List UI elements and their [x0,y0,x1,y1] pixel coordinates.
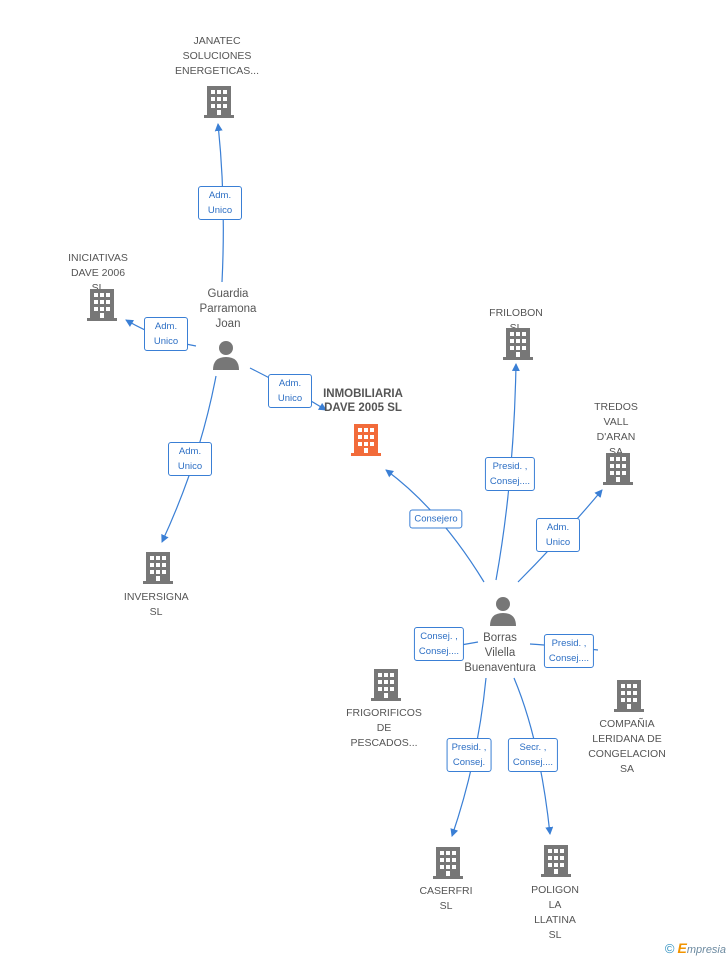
brand-rest: mpresia [686,944,726,956]
building-icon [142,550,174,584]
building-icon [502,326,534,360]
building-icon [86,287,118,321]
person-icon [211,338,241,372]
node-label: COMPAÑIA LERIDANA DE CONGELACION SA [588,718,666,775]
node-label: CASERFRI SL [419,885,473,912]
building-icon [432,845,464,879]
node-label: INVERSIGNA SL [123,591,189,618]
building-icon [602,451,634,485]
edge-label-guardia-iniciativas[interactable]: Adm. Unico [144,317,188,351]
edge-label-borras-caserfri[interactable]: Presid. , Consej. [446,738,492,772]
footer-brand[interactable]: © Empresia [665,940,726,956]
node-label: FRIGORIFICOS DE PESCADOS... [346,707,422,749]
edge-label-borras-frilobon[interactable]: Presid. , Consej.... [484,457,536,491]
node-label: Guardia Parramona Joan [199,288,257,330]
brand-initial: E [677,940,687,956]
node-label: JANATEC SOLUCIONES ENERGETICAS... [174,35,260,77]
edge-label-borras-tredos[interactable]: Adm. Unico [536,518,580,552]
edge-label-guardia-inmobiliaria[interactable]: Adm. Unico [268,374,312,408]
edge-label-borras-compania[interactable]: Presid. , Consej.... [543,634,595,668]
edge-label-borras-poligon[interactable]: Secr. , Consej.... [507,738,559,772]
node-label: Borras Vilella Buenaventura [464,632,536,674]
node-label: INMOBILIARIA DAVE 2005 SL [323,388,403,414]
edge-label-guardia-inversigna[interactable]: Adm. Unico [168,442,212,476]
edge-label-borras-frigorificos[interactable]: Consej. , Consej.... [413,627,465,661]
node-label: TREDOS VALL D'ARAN SA [594,401,638,458]
building-icon [370,667,402,701]
brand-logo: Empresia [678,940,726,956]
building-icon [203,84,235,118]
person-icon [488,594,518,628]
building-icon [540,843,572,877]
copyright-symbol: © [664,941,675,956]
building-icon [350,422,382,456]
edge-label-guardia-janatec[interactable]: Adm. Unico [198,186,242,220]
edge-label-borras-inmobiliaria[interactable]: Consejero [409,509,463,529]
building-icon [613,678,645,712]
node-label: POLIGON LA LLATINA SL [531,884,579,941]
